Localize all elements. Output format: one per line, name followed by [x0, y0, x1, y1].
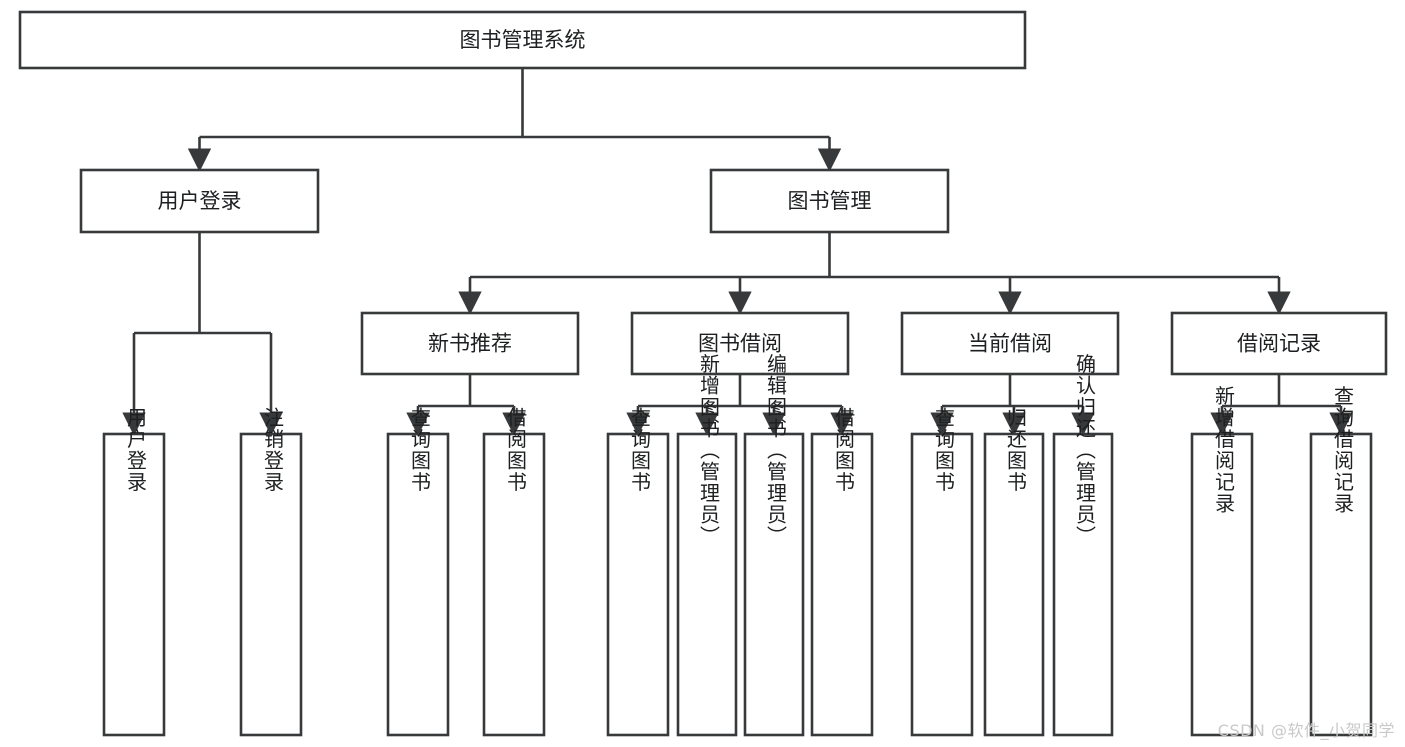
node-label-book-borrow: 图书借阅 — [698, 332, 782, 356]
node-label-borrow-record: 借阅记录 — [1237, 332, 1321, 356]
node-box-leaf-nbr-query — [386, 432, 450, 737]
node-leaf-user-logout[interactable]: 注销登录 — [239, 407, 303, 737]
node-label-leaf-cb-return: 归还图书 — [1004, 407, 1028, 493]
node-current-borrow[interactable]: 当前借阅 — [900, 311, 1120, 376]
node-label-root: 图书管理系统 — [460, 28, 586, 52]
node-label-leaf-bb-edit: 编辑图书（管理员） — [764, 353, 788, 547]
node-root[interactable]: 图书管理系统 — [18, 10, 1027, 70]
node-leaf-user-login[interactable]: 用户登录 — [102, 407, 166, 737]
node-label-leaf-bb-query: 查询图书 — [628, 407, 652, 493]
node-box-leaf-br-add — [1190, 432, 1254, 737]
node-leaf-nbr-query[interactable]: 查询图书 — [386, 407, 450, 737]
node-box-current-borrow — [900, 311, 1120, 376]
node-box-leaf-bb-add — [676, 432, 738, 737]
node-leaf-br-add[interactable]: 新增借阅记录 — [1190, 385, 1254, 737]
node-borrow-record[interactable]: 借阅记录 — [1170, 311, 1388, 376]
node-label-new-book-recommend: 新书推荐 — [428, 332, 512, 356]
node-label-leaf-br-query: 查询借阅记录 — [1331, 385, 1355, 514]
node-box-book-manage — [709, 168, 950, 234]
node-label-leaf-bb-add: 新增图书（管理员） — [697, 353, 721, 547]
node-label-leaf-cb-confirm: 确认归还（管理员） — [1073, 353, 1097, 547]
node-new-book-recommend[interactable]: 新书推荐 — [360, 311, 580, 376]
node-label-leaf-nbr-borrow: 借阅图书 — [504, 407, 528, 493]
node-book-borrow[interactable]: 图书借阅 — [630, 311, 850, 376]
node-leaf-cb-query[interactable]: 查询图书 — [910, 407, 974, 737]
node-label-user-login: 用户登录 — [158, 189, 242, 213]
node-box-leaf-cb-query — [910, 432, 974, 737]
node-box-leaf-bb-edit — [743, 432, 805, 737]
node-leaf-nbr-borrow[interactable]: 借阅图书 — [482, 407, 546, 737]
node-box-root — [18, 10, 1027, 70]
node-box-leaf-bb-query — [606, 432, 670, 737]
node-leaf-cb-return[interactable]: 归还图书 — [983, 407, 1045, 737]
node-label-leaf-br-add: 新增借阅记录 — [1212, 385, 1236, 514]
node-leaf-br-query[interactable]: 查询借阅记录 — [1309, 385, 1373, 737]
node-label-leaf-bb-borrow: 借阅图书 — [832, 407, 856, 493]
node-box-leaf-cb-return — [983, 432, 1045, 737]
node-label-current-borrow: 当前借阅 — [968, 332, 1052, 356]
node-leaf-bb-query[interactable]: 查询图书 — [606, 407, 670, 737]
node-label-leaf-user-logout: 注销登录 — [261, 407, 285, 493]
node-box-leaf-nbr-borrow — [482, 432, 546, 737]
node-box-leaf-user-logout — [239, 432, 303, 737]
node-box-user-login — [79, 168, 320, 234]
node-box-leaf-bb-borrow — [810, 432, 874, 737]
node-box-leaf-user-login — [102, 432, 166, 737]
node-label-book-manage: 图书管理 — [788, 189, 872, 213]
node-box-book-borrow — [630, 311, 850, 376]
node-user-login[interactable]: 用户登录 — [79, 168, 320, 234]
node-leaf-cb-confirm[interactable]: 确认归还（管理员） — [1052, 353, 1114, 737]
node-leaf-bb-add[interactable]: 新增图书（管理员） — [676, 353, 738, 737]
node-box-new-book-recommend — [360, 311, 580, 376]
node-book-manage[interactable]: 图书管理 — [709, 168, 950, 234]
node-label-leaf-cb-query: 查询图书 — [932, 407, 956, 493]
node-leaf-bb-borrow[interactable]: 借阅图书 — [810, 407, 874, 737]
node-box-leaf-br-query — [1309, 432, 1373, 737]
connectors-layer — [122, 68, 1353, 436]
nodes-layer: 图书管理系统用户登录用户登录注销登录图书管理新书推荐查询图书借阅图书图书借阅查询… — [18, 10, 1388, 737]
node-label-leaf-nbr-query: 查询图书 — [408, 407, 432, 493]
node-box-borrow-record — [1170, 311, 1388, 376]
node-label-leaf-user-login: 用户登录 — [124, 407, 148, 493]
node-box-leaf-cb-confirm — [1052, 432, 1114, 737]
node-leaf-bb-edit[interactable]: 编辑图书（管理员） — [743, 353, 805, 737]
